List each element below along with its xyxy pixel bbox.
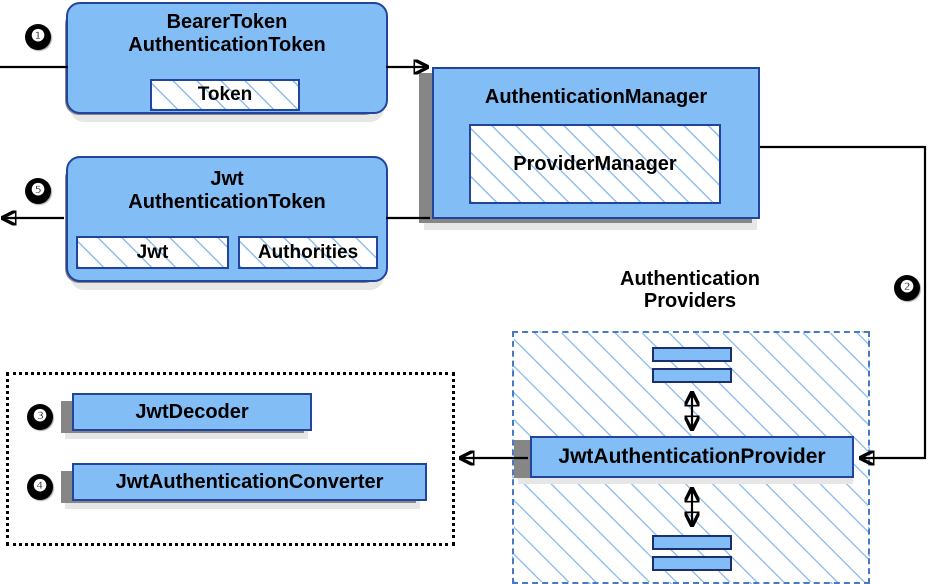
providers-title-line2: Providers	[643, 290, 737, 313]
bearer-token-title-line1: BearerToken	[166, 11, 288, 33]
provider-stub-top-bar-2	[652, 368, 732, 383]
bearer-token-title-line2: AuthenticationToken	[128, 34, 326, 56]
providers-title-line1: Authentication	[620, 268, 760, 290]
badge-step-2: ❷	[894, 275, 920, 301]
jwt-token-title-line1: Jwt	[210, 168, 244, 190]
provider-stub-bottom-bar-1	[652, 535, 732, 550]
node-jwt-decoder[interactable]: JwtDecoder	[72, 393, 312, 431]
inner-box-provider-manager: ProviderManager	[469, 124, 721, 204]
authentication-providers-title: Authentication Providers	[590, 268, 790, 313]
auth-manager-title: AuthenticationManager	[484, 86, 708, 108]
badge-step-4: ❹	[27, 474, 53, 500]
inner-box-authorities: Authorities	[238, 236, 378, 269]
badge-step-1: ❶	[25, 24, 51, 50]
node-jwt-authentication-converter[interactable]: JwtAuthenticationConverter	[72, 463, 427, 501]
badge-step-3: ❸	[27, 404, 53, 430]
inner-box-jwt: Jwt	[76, 236, 229, 269]
jwt-support-beans-container	[6, 372, 455, 546]
node-jwt-authentication-provider[interactable]: JwtAuthenticationProvider	[530, 436, 854, 478]
inner-box-token: Token	[150, 79, 300, 111]
provider-stub-top-bar-1	[652, 347, 732, 362]
jwt-token-title-line2: AuthenticationToken	[128, 191, 326, 213]
badge-step-5: ❺	[25, 178, 51, 204]
provider-stub-bottom-bar-2	[652, 556, 732, 571]
